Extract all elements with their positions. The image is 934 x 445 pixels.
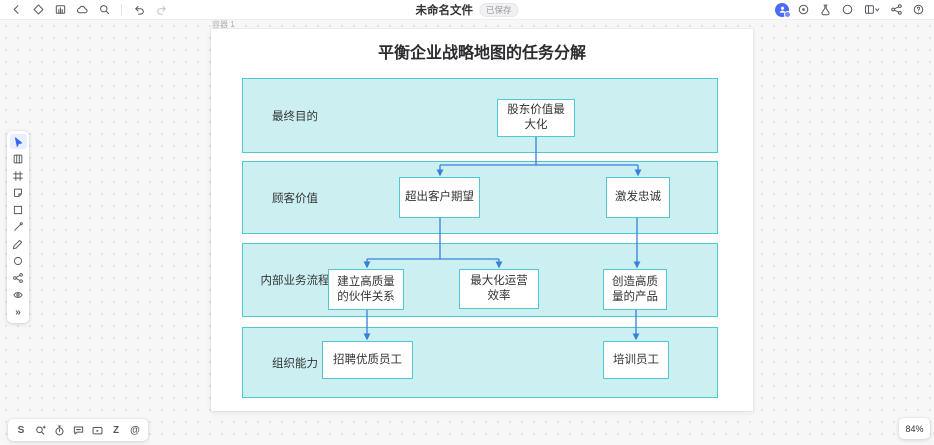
undo-icon (134, 6, 144, 15)
node-train-employees[interactable]: 培训员工 (603, 341, 669, 379)
back-icon (13, 5, 18, 14)
status-badge: 已保存 (478, 2, 519, 18)
ai-search-icon (35, 425, 46, 435)
tag-button[interactable] (30, 2, 46, 18)
comment-button[interactable] (70, 422, 86, 438)
diagram-title[interactable]: 平衡企业战略地图的任务分解 (377, 45, 586, 62)
line-icon (14, 221, 23, 231)
frame-tool-button[interactable] (10, 168, 27, 183)
sticky-note-icon (14, 188, 22, 197)
node-recruit-employees[interactable]: 招聘优质员工 (322, 341, 413, 379)
frame-label[interactable]: 容器 1 (212, 20, 235, 29)
node-operational-efficiency[interactable]: 最大化运营效率 (459, 269, 539, 309)
eye-icon (13, 291, 23, 298)
help-button[interactable] (910, 2, 926, 18)
canvas-workspace[interactable]: 容器 1 平衡企业战略地图的任务分解 最终目的 顾客价值 内部业务流程 组织能力 (0, 20, 934, 445)
node-inspire-loyalty[interactable]: 激发忠诚 (606, 177, 670, 218)
shape-tool-button[interactable] (10, 202, 27, 217)
layout-button[interactable] (861, 2, 882, 18)
undo-button[interactable] (131, 2, 147, 18)
search-button[interactable] (96, 2, 112, 18)
s-curve-button[interactable]: S (13, 422, 29, 438)
mention-icon: @ (130, 424, 140, 436)
node-quality-products[interactable]: 创造高质量的产品 (603, 269, 667, 310)
frame-icon (13, 170, 23, 181)
sticky-note-tool-button[interactable] (10, 185, 27, 200)
zoom-level-badge[interactable]: 84% (899, 418, 930, 439)
status-circle-button[interactable] (839, 2, 855, 18)
select-tool-button[interactable] (9, 134, 27, 149)
pencil-icon (12, 239, 23, 249)
mindmap-icon (13, 272, 23, 283)
layout-panel-icon (864, 5, 879, 14)
board-tool-button[interactable] (10, 151, 27, 166)
record-icon (798, 4, 808, 15)
band-label: 顾客价值 (272, 192, 318, 205)
share-button[interactable] (888, 2, 904, 18)
s-curve-icon: S (17, 424, 25, 436)
comment-icon (73, 425, 83, 435)
expand-toolbar-button[interactable]: » (10, 304, 26, 320)
status-circle-icon (842, 4, 852, 15)
ellipse-icon (13, 256, 23, 265)
back-button[interactable] (8, 2, 24, 18)
square-icon (13, 205, 23, 214)
timer-button[interactable] (51, 422, 67, 438)
document-header: 未命名文件 已保存 (415, 0, 519, 20)
cloud-button[interactable] (74, 2, 90, 18)
band-final-goal[interactable]: 最终目的 (242, 78, 718, 153)
canvas-frame[interactable]: 容器 1 平衡企业战略地图的任务分解 最终目的 顾客价值 内部业务流程 组织能力 (211, 20, 753, 411)
topbar-left-group (8, 2, 169, 18)
pencil-tool-button[interactable] (10, 236, 27, 251)
video-icon (92, 426, 102, 434)
zoom-level-value: 84% (905, 423, 924, 434)
cloud-icon (76, 5, 88, 14)
help-icon (913, 4, 923, 15)
bottom-toolbar: S Z @ (8, 419, 148, 441)
node-partnerships[interactable]: 建立高质量的伙伴关系 (328, 269, 404, 310)
share-icon (890, 4, 902, 15)
user-icon (779, 6, 785, 13)
band-label: 最终目的 (272, 110, 318, 123)
tag-icon (33, 4, 43, 15)
document-title[interactable]: 未命名文件 (415, 5, 473, 17)
flask-icon (820, 4, 830, 16)
mention-button[interactable]: @ (127, 422, 143, 438)
line-tool-button[interactable] (10, 219, 27, 234)
redo-button[interactable] (153, 2, 169, 18)
eye-tool-button[interactable] (10, 287, 27, 302)
record-button[interactable] (795, 2, 811, 18)
video-button[interactable] (89, 422, 105, 438)
cursor-icon (14, 136, 23, 147)
left-toolbar: » (7, 131, 29, 323)
template-icon (55, 5, 65, 14)
z-mode-icon: Z (112, 424, 120, 436)
user-avatar[interactable] (775, 2, 791, 18)
top-bar: 未命名文件 已保存 (0, 0, 934, 20)
node-shareholder-value[interactable]: 股东价值最大化 (497, 99, 575, 137)
search-icon (99, 5, 109, 15)
expand-icon: » (15, 306, 21, 318)
lab-button[interactable] (817, 2, 833, 18)
template-button[interactable] (52, 2, 68, 18)
mindmap-tool-button[interactable] (10, 270, 27, 285)
board-icon (13, 154, 23, 163)
topbar-right-group (775, 2, 926, 18)
band-label: 组织能力 (272, 357, 318, 370)
node-exceed-expectations[interactable]: 超出客户期望 (399, 177, 480, 218)
ellipse-tool-button[interactable] (10, 253, 27, 268)
topbar-divider (121, 3, 122, 16)
redo-icon (156, 6, 166, 15)
ai-search-button[interactable] (32, 422, 48, 438)
band-label: 内部业务流程 (260, 275, 330, 287)
z-mode-button[interactable]: Z (108, 422, 124, 438)
timer-icon (54, 425, 64, 435)
